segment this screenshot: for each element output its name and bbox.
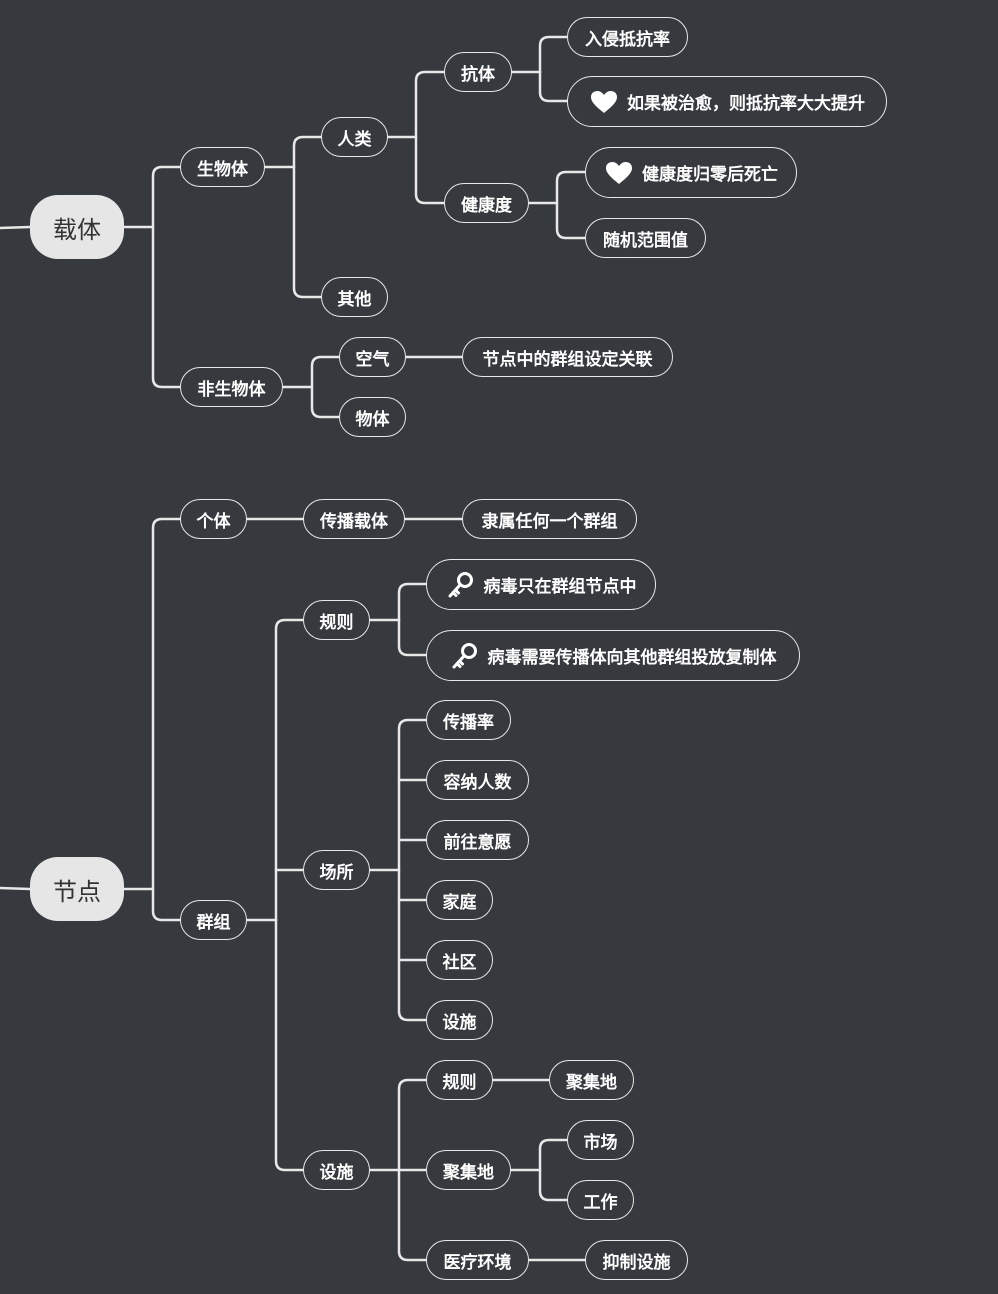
connector (274, 618, 305, 1172)
topic-rules[interactable]: 规则 (303, 600, 370, 640)
root-carrier[interactable]: 载体 (30, 195, 124, 259)
connector (310, 355, 341, 419)
connector (555, 170, 587, 240)
heart-icon (589, 89, 619, 115)
topic-other[interactable]: 其他 (321, 277, 388, 317)
topic-medical-environment[interactable]: 医疗环境 (426, 1240, 529, 1280)
connector (0, 225, 32, 230)
topic-label: 病毒需要传播体向其他群组投放复制体 (487, 648, 777, 668)
connector (151, 165, 182, 389)
topic-belongs-to-group[interactable]: 隶属任何一个群组 (462, 499, 637, 539)
topic-health-zero-death[interactable]: 健康度归零后死亡 (585, 147, 797, 198)
topic-suppression-facility[interactable]: 抑制设施 (585, 1240, 688, 1280)
topic-capacity[interactable]: 容纳人数 (426, 760, 529, 800)
topic-facility-rules[interactable]: 规则 (426, 1060, 493, 1100)
heart-icon (604, 160, 634, 186)
connector (292, 135, 323, 299)
topic-group-association[interactable]: 节点中的群组设定关联 (462, 337, 673, 377)
connector (397, 582, 428, 657)
connector (538, 35, 569, 103)
topic-non-biological[interactable]: 非生物体 (180, 367, 283, 407)
topic-facilities[interactable]: 设施 (303, 1150, 370, 1190)
root-node[interactable]: 节点 (30, 857, 124, 921)
topic-transmission-carrier[interactable]: 传播载体 (303, 499, 405, 539)
topic-cured-resistance[interactable]: 如果被治愈，则抵抗率大大提升 (567, 76, 887, 127)
topic-family[interactable]: 家庭 (426, 880, 493, 920)
topic-group[interactable]: 群组 (180, 900, 247, 940)
key-icon (450, 642, 480, 669)
topic-biological[interactable]: 生物体 (180, 147, 265, 187)
topic-rule-gathering[interactable]: 聚集地 (549, 1060, 634, 1100)
key-icon (446, 571, 476, 598)
topic-health[interactable]: 健康度 (444, 183, 529, 223)
topic-invasion-resistance[interactable]: 入侵抵抗率 (567, 17, 688, 57)
topic-random-range[interactable]: 随机范围值 (585, 218, 706, 258)
topic-facility-place[interactable]: 设施 (426, 1000, 493, 1040)
connector (151, 517, 182, 922)
topic-spread-rate[interactable]: 传播率 (426, 700, 511, 740)
connector (414, 70, 446, 205)
topic-label: 如果被治愈，则抵抗率大大提升 (627, 94, 865, 114)
topic-community[interactable]: 社区 (426, 940, 493, 980)
connector (397, 718, 428, 1022)
topic-rule-virus-in-group[interactable]: 病毒只在群组节点中 (426, 559, 656, 610)
topic-antibody[interactable]: 抗体 (444, 52, 512, 92)
topic-individual[interactable]: 个体 (180, 499, 247, 539)
topic-rule-virus-replicate[interactable]: 病毒需要传播体向其他群组投放复制体 (426, 630, 800, 681)
topic-label: 病毒只在群组节点中 (483, 577, 637, 597)
topic-air[interactable]: 空气 (339, 337, 406, 377)
topic-object[interactable]: 物体 (339, 397, 406, 437)
topic-work[interactable]: 工作 (567, 1180, 634, 1220)
topic-willingness[interactable]: 前往意愿 (426, 820, 529, 860)
topic-gathering-place[interactable]: 聚集地 (426, 1150, 511, 1190)
connector (0, 886, 32, 891)
topic-human[interactable]: 人类 (321, 117, 388, 157)
topic-market[interactable]: 市场 (567, 1120, 634, 1160)
connector (538, 1138, 569, 1202)
topic-label: 健康度归零后死亡 (642, 165, 778, 185)
topic-place[interactable]: 场所 (303, 850, 370, 890)
